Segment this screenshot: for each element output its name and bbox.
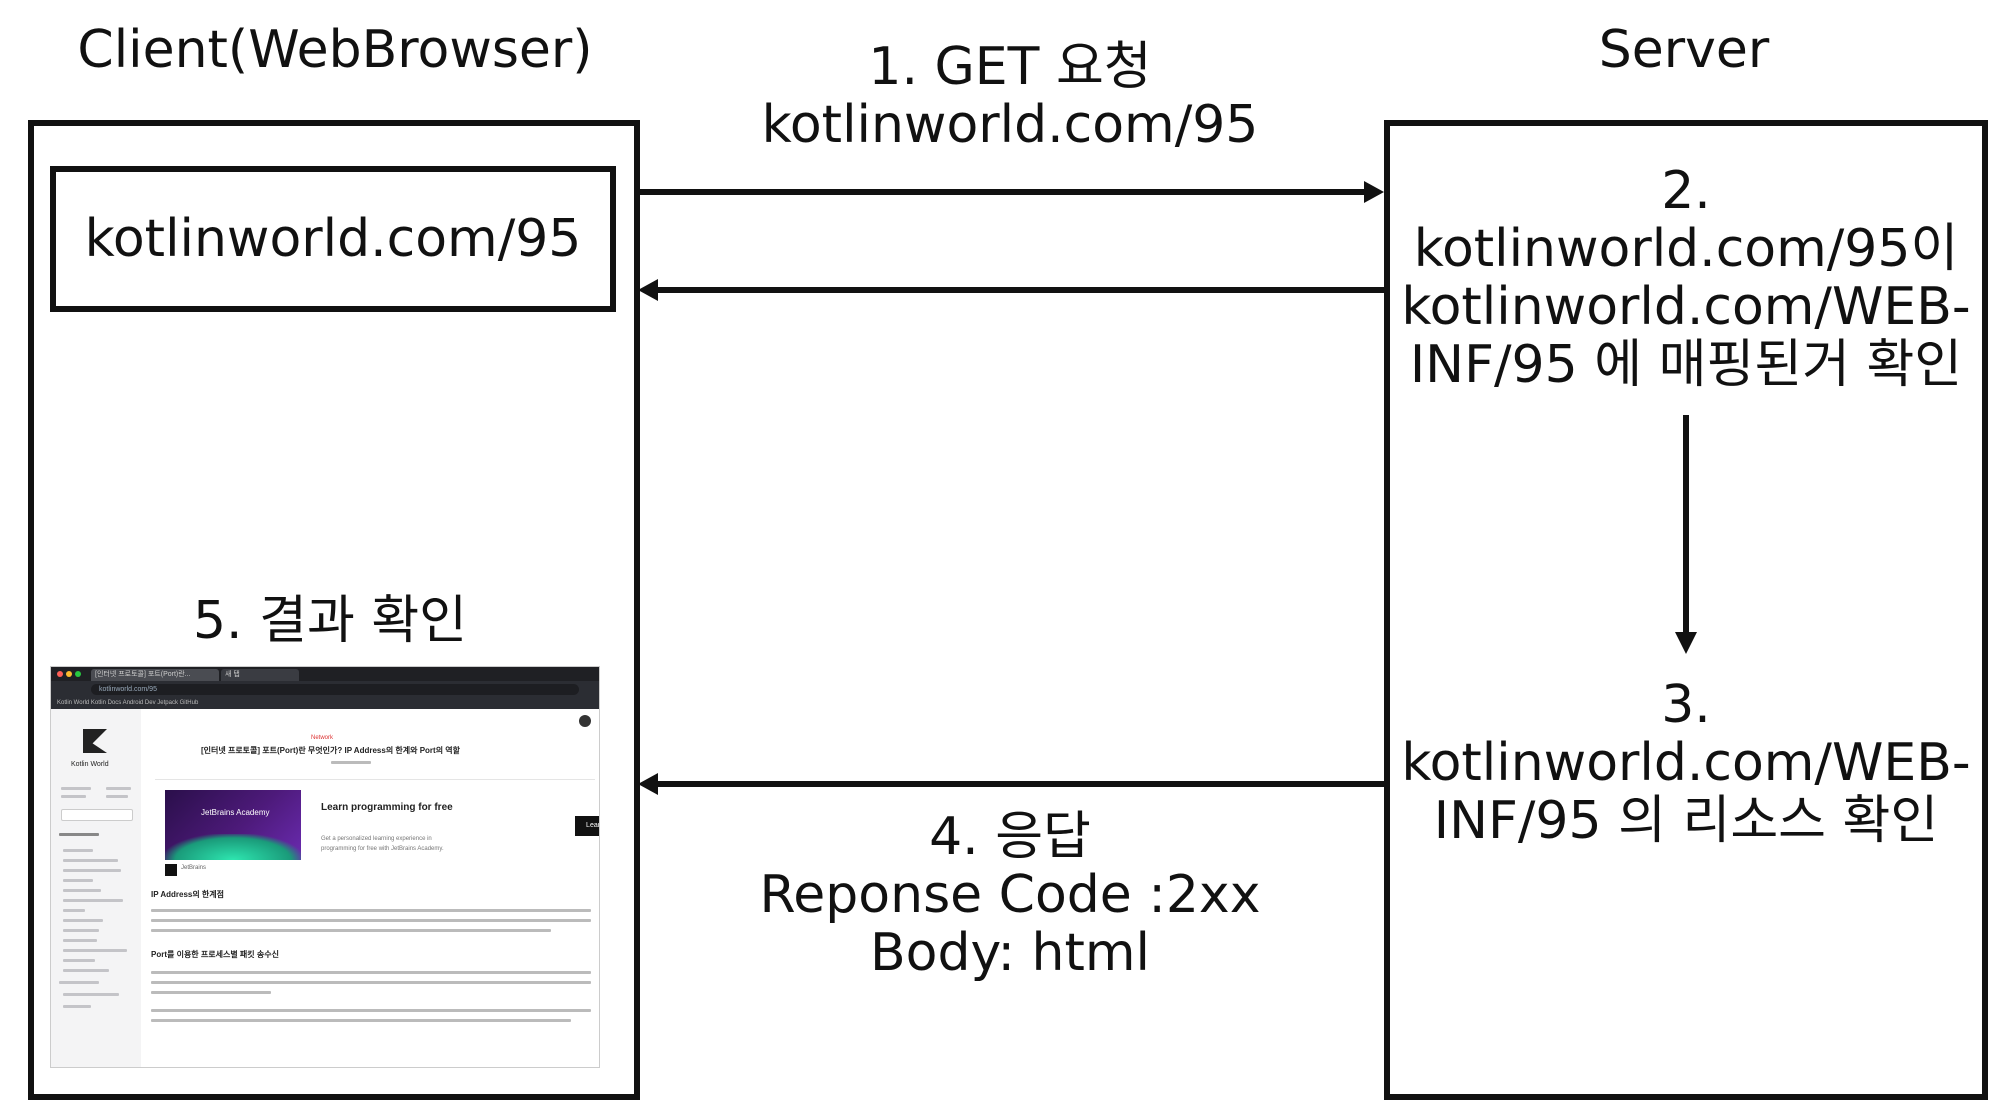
client-title: Client(WebBrowser) xyxy=(77,20,593,80)
browser-url-bar: kotlinworld.com/95 xyxy=(91,684,579,695)
browser-bookmarks: Kotlin World Kotlin Docs Android Dev Jet… xyxy=(57,700,199,706)
ad-brand: JetBrains Academy xyxy=(201,808,270,817)
close-ad-icon xyxy=(579,715,591,727)
step3-line-1: kotlinworld.com/WEB- xyxy=(1401,733,1971,793)
step3-number: 3. xyxy=(1661,675,1711,735)
browser-chrome: [인터넷 프로토콜] 포트(Port)란... 새 탭 kotlinworld.… xyxy=(51,667,599,709)
request-url: kotlinworld.com/95 xyxy=(761,95,1259,155)
post-section-1: IP Address의 한계점 xyxy=(151,890,225,899)
step2-number: 2. xyxy=(1661,161,1711,221)
url-box: kotlinworld.com/95 xyxy=(50,166,616,312)
browser-tab-active: [인터넷 프로토콜] 포트(Port)란... xyxy=(91,669,219,681)
step2-line-1: kotlinworld.com/95이 xyxy=(1413,219,1959,279)
request-label: 1. GET 요청 kotlinworld.com/95 xyxy=(660,38,1360,154)
step2-line-3: INF/95 에 매핑된거 확인 xyxy=(1409,335,1963,395)
post-category: Network xyxy=(311,735,334,741)
maximize-window-icon xyxy=(75,671,81,677)
request-step: 1. GET 요청 xyxy=(868,37,1152,97)
blog-search-icon xyxy=(61,809,133,821)
ad-banner: JetBrains Academy Learn programming for … xyxy=(155,779,599,876)
response-label: 4. 응답 Reponse Code :2xx Body: html xyxy=(700,808,1320,982)
response-step: 4. 응답 xyxy=(929,807,1091,867)
blog-brand: Kotlin World xyxy=(71,761,109,768)
url-box-text: kotlinworld.com/95 xyxy=(84,209,582,269)
ad-image: JetBrains Academy xyxy=(165,790,301,860)
server-title: Server xyxy=(1598,20,1770,80)
post-section-2: Port를 이용한 프로세스별 패킷 송수신 xyxy=(151,950,279,959)
ad-desc-1: Get a personalized learning experience i… xyxy=(321,836,432,842)
browser-screenshot: [인터넷 프로토콜] 포트(Port)란... 새 탭 kotlinworld.… xyxy=(50,666,600,1068)
server-down-arrow xyxy=(1675,415,1697,654)
minimize-window-icon xyxy=(66,671,72,677)
close-window-icon xyxy=(57,671,63,677)
response-body: Body: html xyxy=(870,923,1150,983)
request-arrow xyxy=(636,181,1384,203)
browser-tab-new: 새 탭 xyxy=(221,669,299,681)
server-panel xyxy=(1384,120,1988,1100)
client-panel xyxy=(28,120,640,1100)
step3-line-2: INF/95 의 리소스 확인 xyxy=(1433,791,1939,851)
ad-desc-2: programming for free with JetBrains Acad… xyxy=(321,846,444,852)
blog-main: Network [인터넷 프로토콜] 포트(Port)란 무엇인가? IP Ad… xyxy=(141,709,599,1067)
blog-sidebar: Kotlin World xyxy=(51,709,141,1067)
result-label: 5. 결과 확인 xyxy=(192,591,468,651)
ad-source: JetBrains xyxy=(181,865,207,871)
blog-logo-icon xyxy=(83,729,107,753)
redirect-arrow xyxy=(638,279,1384,301)
response-code: Reponse Code :2xx xyxy=(759,865,1261,925)
ad-source-icon xyxy=(165,864,177,876)
post-title: [인터넷 프로토콜] 포트(Port)란 무엇인가? IP Address의 한… xyxy=(201,746,461,755)
step2-line-2: kotlinworld.com/WEB- xyxy=(1401,277,1971,337)
ad-title: Learn programming for free xyxy=(321,802,453,813)
server-step-2: 2. kotlinworld.com/95이 kotlinworld.com/W… xyxy=(1390,162,1982,394)
server-step-3: 3. kotlinworld.com/WEB- INF/95 의 리소스 확인 xyxy=(1390,676,1982,850)
ad-button: Learn xyxy=(575,816,599,836)
browser-tabs: [인터넷 프로토콜] 포트(Port)란... 새 탭 xyxy=(51,667,599,681)
response-arrow xyxy=(638,773,1384,795)
